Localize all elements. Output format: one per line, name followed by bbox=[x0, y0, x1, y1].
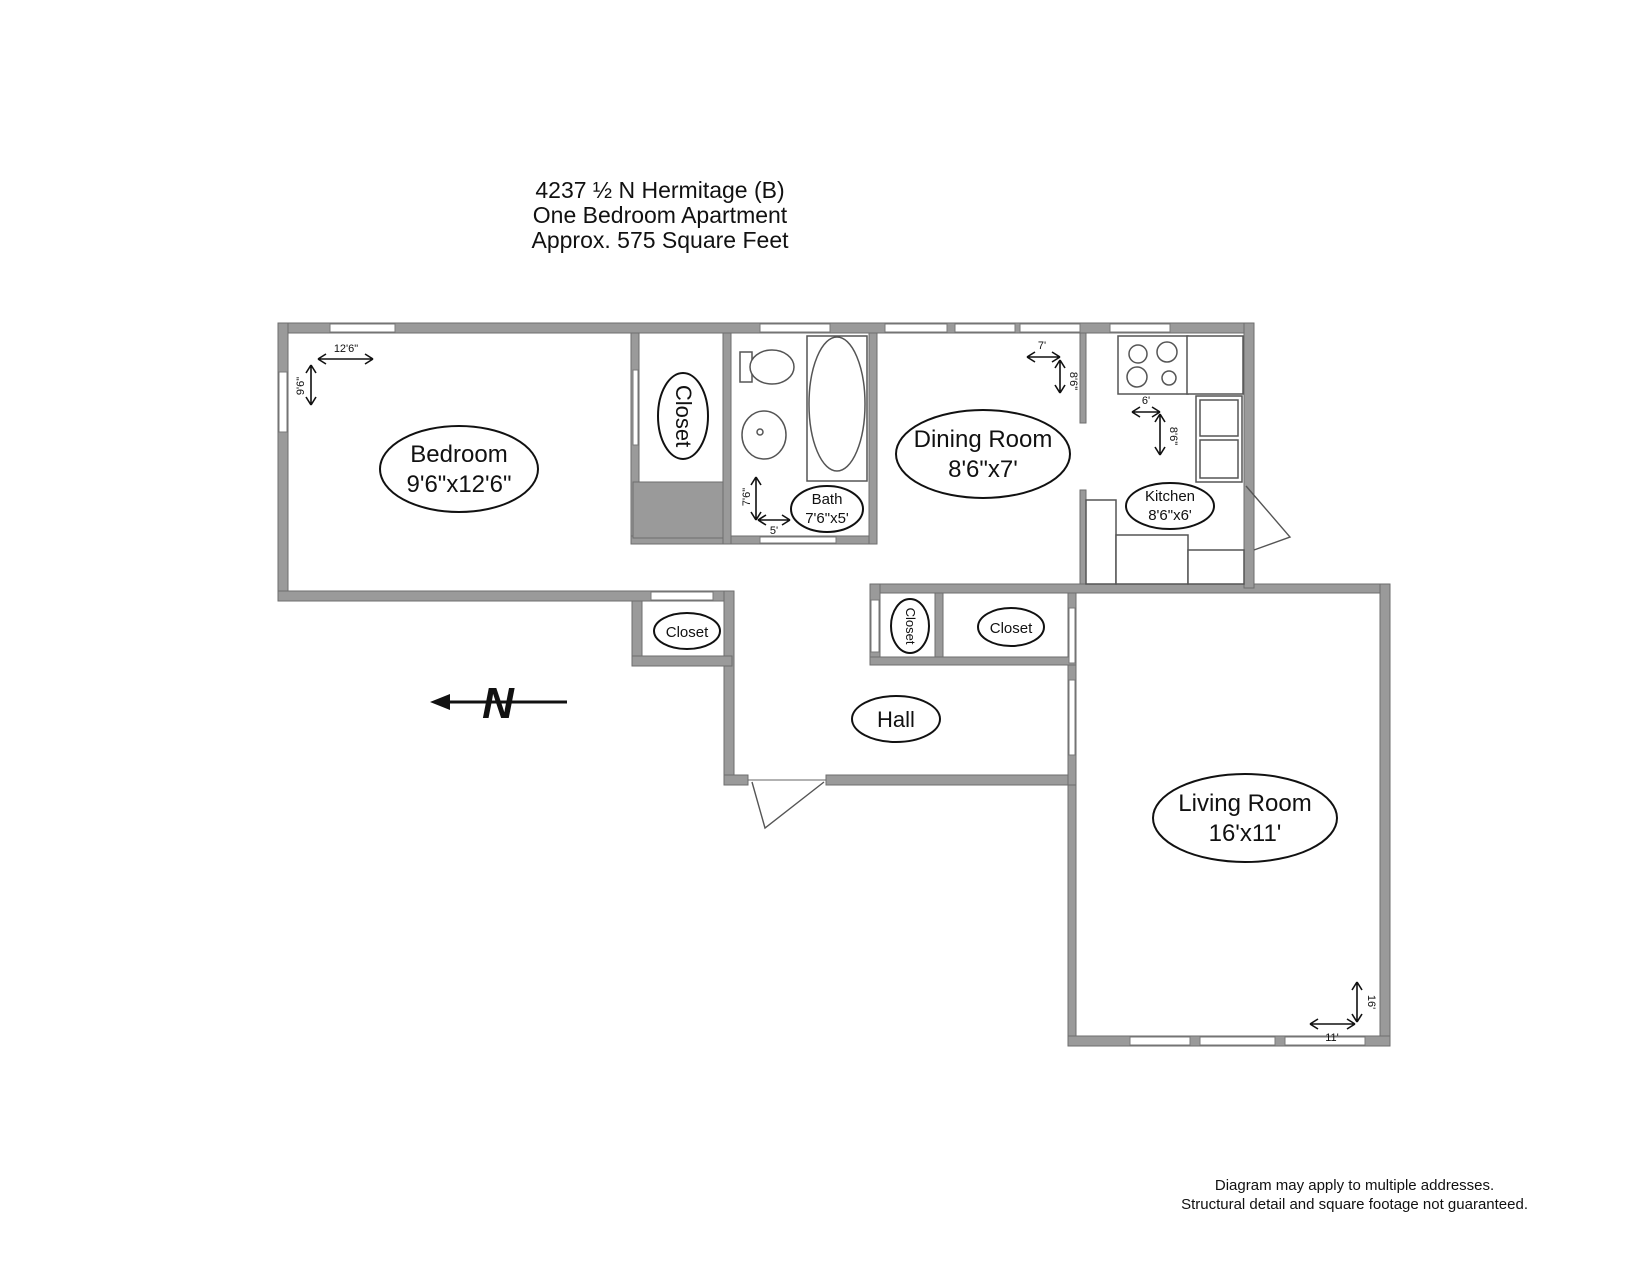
bedroom-name: Bedroom bbox=[410, 441, 507, 468]
room-hall-closet-left: Closet bbox=[653, 612, 721, 650]
room-hall-closet-right: Closet bbox=[977, 607, 1045, 647]
dim-bath-height: 7'6" bbox=[741, 488, 753, 506]
bedroom-closet-name: Closet bbox=[671, 385, 696, 447]
windows bbox=[278, 323, 1366, 1046]
fixtures bbox=[739, 335, 1245, 585]
room-hall-closet-small: Closet bbox=[890, 598, 930, 654]
address-title: 4237 ½ N Hermitage (B) bbox=[535, 177, 785, 203]
disclaimer: Diagram may apply to multiple addresses.… bbox=[1181, 1176, 1528, 1214]
dimension-arrows bbox=[305, 351, 1363, 1030]
hall-name: Hall bbox=[877, 707, 915, 732]
kitchen-name: Kitchen bbox=[1145, 488, 1195, 505]
square-footage: Approx. 575 Square Feet bbox=[531, 227, 789, 253]
north-arrow: N bbox=[430, 679, 567, 728]
dining-name: Dining Room bbox=[914, 426, 1053, 453]
room-living: Living Room 16'x11' bbox=[1152, 773, 1338, 863]
dim-bedroom-height: 9'6" bbox=[295, 377, 307, 395]
bath-size: 7'6"x5' bbox=[805, 510, 849, 527]
room-hall: Hall bbox=[851, 695, 941, 743]
dining-size: 8'6"x7' bbox=[948, 456, 1018, 483]
living-size: 16'x11' bbox=[1209, 820, 1282, 847]
north-label: N bbox=[482, 679, 515, 728]
dim-kitchen-width: 6' bbox=[1142, 395, 1150, 407]
room-bedroom-closet: Closet bbox=[657, 372, 709, 460]
kitchen-size: 8'6"x6' bbox=[1148, 507, 1192, 524]
disclaimer-line-1: Diagram may apply to multiple addresses. bbox=[1214, 1177, 1495, 1194]
hall-closet-small-name: Closet bbox=[903, 608, 918, 645]
living-name: Living Room bbox=[1178, 790, 1311, 817]
dim-living-width: 11' bbox=[1325, 1032, 1339, 1044]
hall-closet-left-name: Closet bbox=[666, 624, 709, 641]
room-bedroom: Bedroom 9'6"x12'6" bbox=[379, 425, 539, 513]
unit-type: One Bedroom Apartment bbox=[532, 202, 788, 228]
disclaimer-line-2: Structural detail and square footage not… bbox=[1181, 1196, 1528, 1213]
dim-dining-height: 8'6" bbox=[1067, 372, 1079, 390]
bedroom-size: 9'6"x12'6" bbox=[407, 471, 512, 498]
doors bbox=[748, 485, 1292, 830]
dim-bedroom-width: 12'6" bbox=[334, 343, 358, 355]
dim-living-height: 16' bbox=[1365, 995, 1377, 1009]
dim-bath-width: 5' bbox=[770, 525, 778, 537]
dim-kitchen-height: 8'6" bbox=[1167, 427, 1179, 445]
room-bath: Bath 7'6"x5' bbox=[790, 485, 864, 533]
hall-closet-right-name: Closet bbox=[990, 620, 1033, 637]
room-dining: Dining Room 8'6"x7' bbox=[895, 409, 1071, 499]
plan-header: 4237 ½ N Hermitage (B) One Bedroom Apart… bbox=[0, 178, 1320, 253]
room-kitchen: Kitchen 8'6"x6' bbox=[1125, 482, 1215, 530]
dim-dining-width: 7' bbox=[1038, 340, 1046, 352]
bath-name: Bath bbox=[812, 491, 843, 508]
